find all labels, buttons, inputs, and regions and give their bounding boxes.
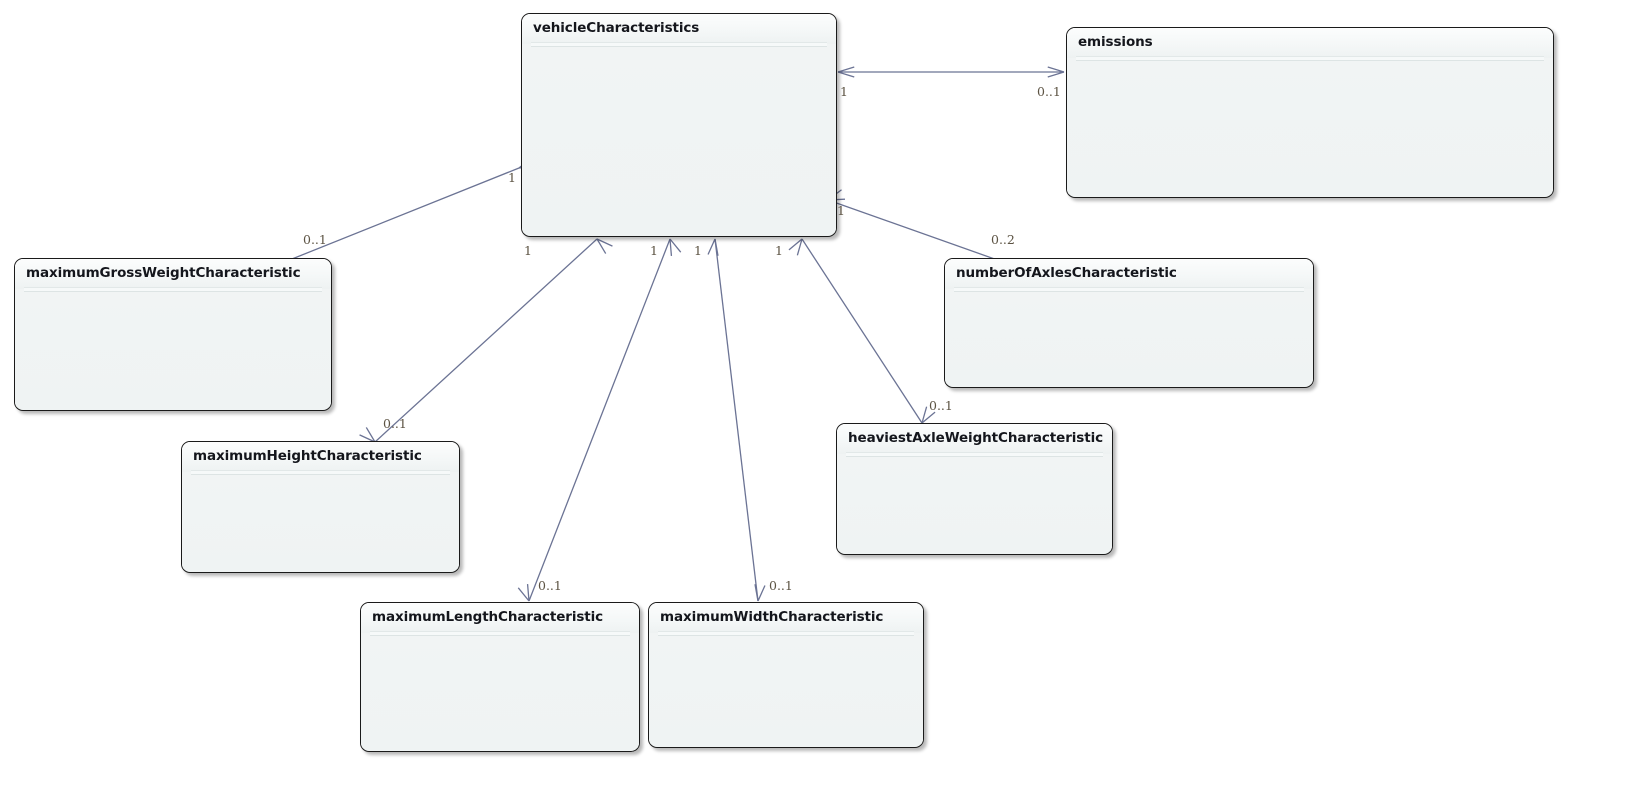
multiplicity-label: 1 [524,243,532,258]
class-box-heaviestAxleWeightCharacteristic[interactable]: heaviestAxleWeightCharacteristic [836,423,1113,555]
multiplicity-label: 0..1 [929,398,953,413]
class-name: numberOfAxlesCharacteristic [956,265,1177,281]
class-attributes-compartment [945,289,1313,384]
class-name: heaviestAxleWeightCharacteristic [848,430,1104,446]
class-attributes-compartment [1067,58,1553,194]
association-edge [275,156,536,271]
class-attributes-compartment [361,633,639,748]
class-name: vehicleCharacteristics [533,20,700,36]
multiplicity-label: 0..1 [769,578,793,593]
class-box-maximumWidthCharacteristic[interactable]: maximumWidthCharacteristic [648,602,924,748]
multiplicity-label: 1 [650,243,658,258]
class-header: maximumHeightCharacteristic [182,442,459,475]
multiplicity-label: 0..1 [383,416,407,431]
class-box-maximumHeightCharacteristic[interactable]: maximumHeightCharacteristic [181,441,460,573]
class-compartment-separator [846,452,1103,457]
multiplicity-label: 0..1 [303,232,327,247]
class-compartment-separator [954,287,1304,292]
class-name: maximumLengthCharacteristic [372,609,604,625]
class-header: numberOfAxlesCharacteristic [945,259,1313,292]
class-box-numberOfAxlesCharacteristic[interactable]: numberOfAxlesCharacteristic [944,258,1314,388]
class-name: emissions [1078,34,1153,50]
class-compartment-separator [531,42,827,47]
class-header: maximumWidthCharacteristic [649,603,923,636]
class-header: heaviestAxleWeightCharacteristic [837,424,1112,457]
class-header: vehicleCharacteristics [522,14,836,47]
multiplicity-label: 1 [775,243,783,258]
class-box-vehicleCharacteristics[interactable]: vehicleCharacteristics [521,13,837,237]
class-attributes-compartment [15,289,331,407]
multiplicity-label: 1 [840,84,848,99]
class-box-maximumGrossWeightCharacteristic[interactable]: maximumGrossWeightCharacteristic [14,258,332,411]
class-header: emissions [1067,28,1553,61]
class-header: maximumGrossWeightCharacteristic [15,259,331,292]
class-box-maximumLengthCharacteristic[interactable]: maximumLengthCharacteristic [360,602,640,752]
association-edge [707,238,766,602]
multiplicity-label: 0..1 [538,578,562,593]
class-compartment-separator [24,287,322,292]
class-box-emissions[interactable]: emissions [1066,27,1554,198]
multiplicity-label: 0..1 [1037,84,1061,99]
association-edge [359,238,613,443]
class-attributes-compartment [649,633,923,744]
association-edge [788,238,936,424]
class-compartment-separator [370,631,630,636]
class-compartment-separator [1076,56,1544,61]
class-compartment-separator [191,470,450,475]
multiplicity-label: 1 [694,243,702,258]
class-name: maximumGrossWeightCharacteristic [26,265,301,281]
class-name: maximumWidthCharacteristic [660,609,884,625]
association-edge [517,238,682,602]
class-attributes-compartment [837,454,1112,551]
multiplicity-label: 0..2 [991,232,1015,247]
association-edge [837,66,1065,78]
multiplicity-label: 1 [508,170,516,185]
class-name: maximumHeightCharacteristic [193,448,422,464]
class-attributes-compartment [522,44,836,233]
class-attributes-compartment [182,472,459,569]
class-header: maximumLengthCharacteristic [361,603,639,636]
class-compartment-separator [658,631,914,636]
multiplicity-label: 1 [837,203,845,218]
